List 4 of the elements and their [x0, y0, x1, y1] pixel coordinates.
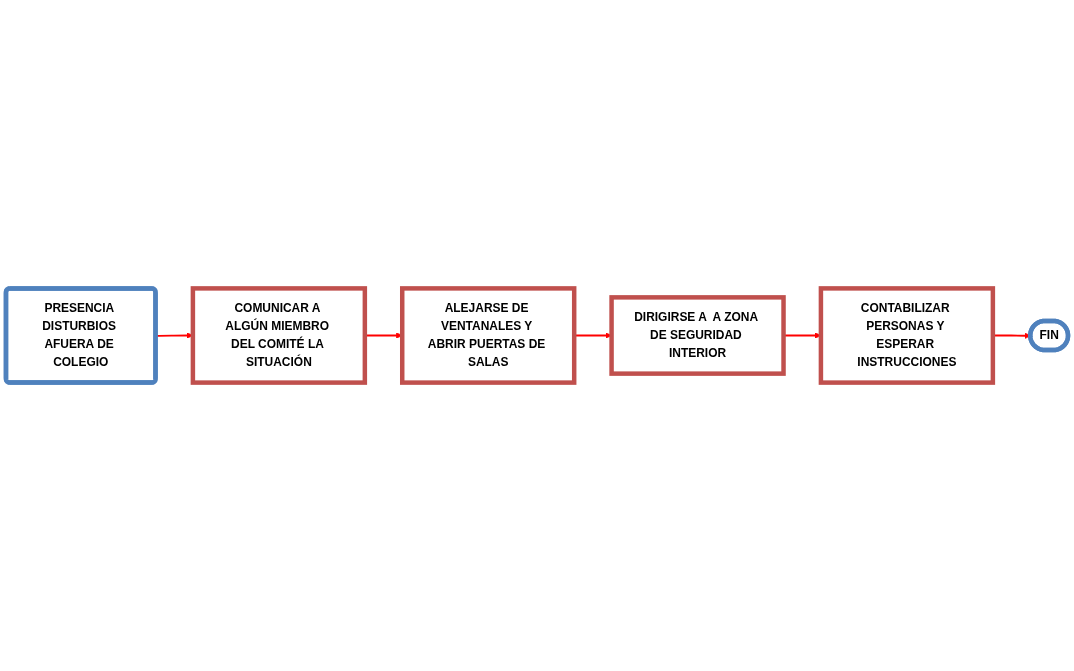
node-box: CONTABILIZAR PERSONAS Y ESPERAR INSTRUCCIONES	[818, 286, 996, 385]
node-box: ALEJARSE DE VENTANALES Y ABRIR PUERTAS DE SALAS	[400, 286, 577, 385]
node-box: DIRIGIRSE A A ZONA DE SEGURIDAD INTERIOR	[609, 295, 786, 376]
node-box: COMUNICAR A ALGÚN MIEMBRO DEL COMITÉ LA SITUACIÓN	[190, 286, 368, 385]
